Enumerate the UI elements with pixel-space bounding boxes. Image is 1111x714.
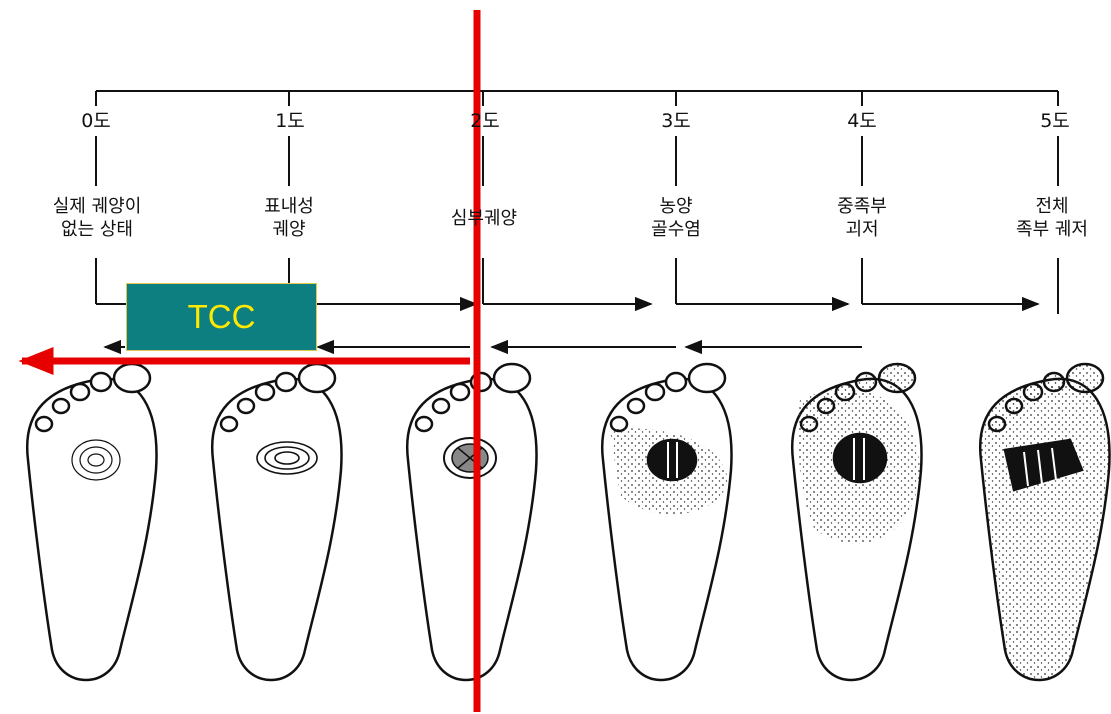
foot-grade-5 — [980, 364, 1109, 680]
stage-3-description: 농양 골수염 — [651, 196, 701, 241]
tcc-label: TCC — [188, 298, 256, 336]
stage-4-description: 중족부 괴저 — [837, 196, 887, 241]
tcc-label-box: TCC — [126, 283, 317, 351]
foot-grade-2 — [407, 364, 536, 680]
stage-1-grade: 1도 — [275, 110, 305, 134]
stage-2-grade: 2도 — [470, 110, 500, 134]
stage-0-line1: 실제 궤양이 — [53, 196, 142, 219]
stage-0-description: 실제 궤양이 없는 상태 — [53, 196, 142, 241]
stage-4-grade: 4도 — [847, 110, 877, 134]
stage-3-line2: 골수염 — [651, 219, 701, 242]
stage-2-description: 심부궤양 — [451, 208, 517, 231]
stage-verticals — [96, 136, 1058, 186]
stage-5-description: 전체 족부 궤저 — [1016, 196, 1088, 241]
stage-1-line1: 표내성 — [264, 196, 314, 219]
stage-5-line1: 전체 — [1016, 196, 1088, 219]
stage-5-grade: 5도 — [1040, 110, 1070, 134]
stage-4-line1: 중족부 — [837, 196, 887, 219]
stage-3-grade: 3도 — [661, 110, 691, 134]
stage-1-description: 표내성 궤양 — [264, 196, 314, 241]
stage-2-line1: 심부궤양 — [451, 208, 517, 231]
stage-4-line2: 괴저 — [837, 219, 887, 242]
foot-grade-0 — [27, 364, 156, 680]
stage-3-line1: 농양 — [651, 196, 701, 219]
grade-ticks — [96, 91, 1058, 106]
stage-0-grade: 0도 — [81, 110, 111, 134]
foot-grade-1 — [212, 364, 341, 680]
stage-1-line2: 궤양 — [264, 219, 314, 242]
foot-grade-4 — [792, 364, 921, 680]
stage-5-line2: 족부 궤저 — [1016, 219, 1088, 242]
foot-grade-3 — [602, 364, 731, 680]
stage-0-line2: 없는 상태 — [53, 219, 142, 242]
